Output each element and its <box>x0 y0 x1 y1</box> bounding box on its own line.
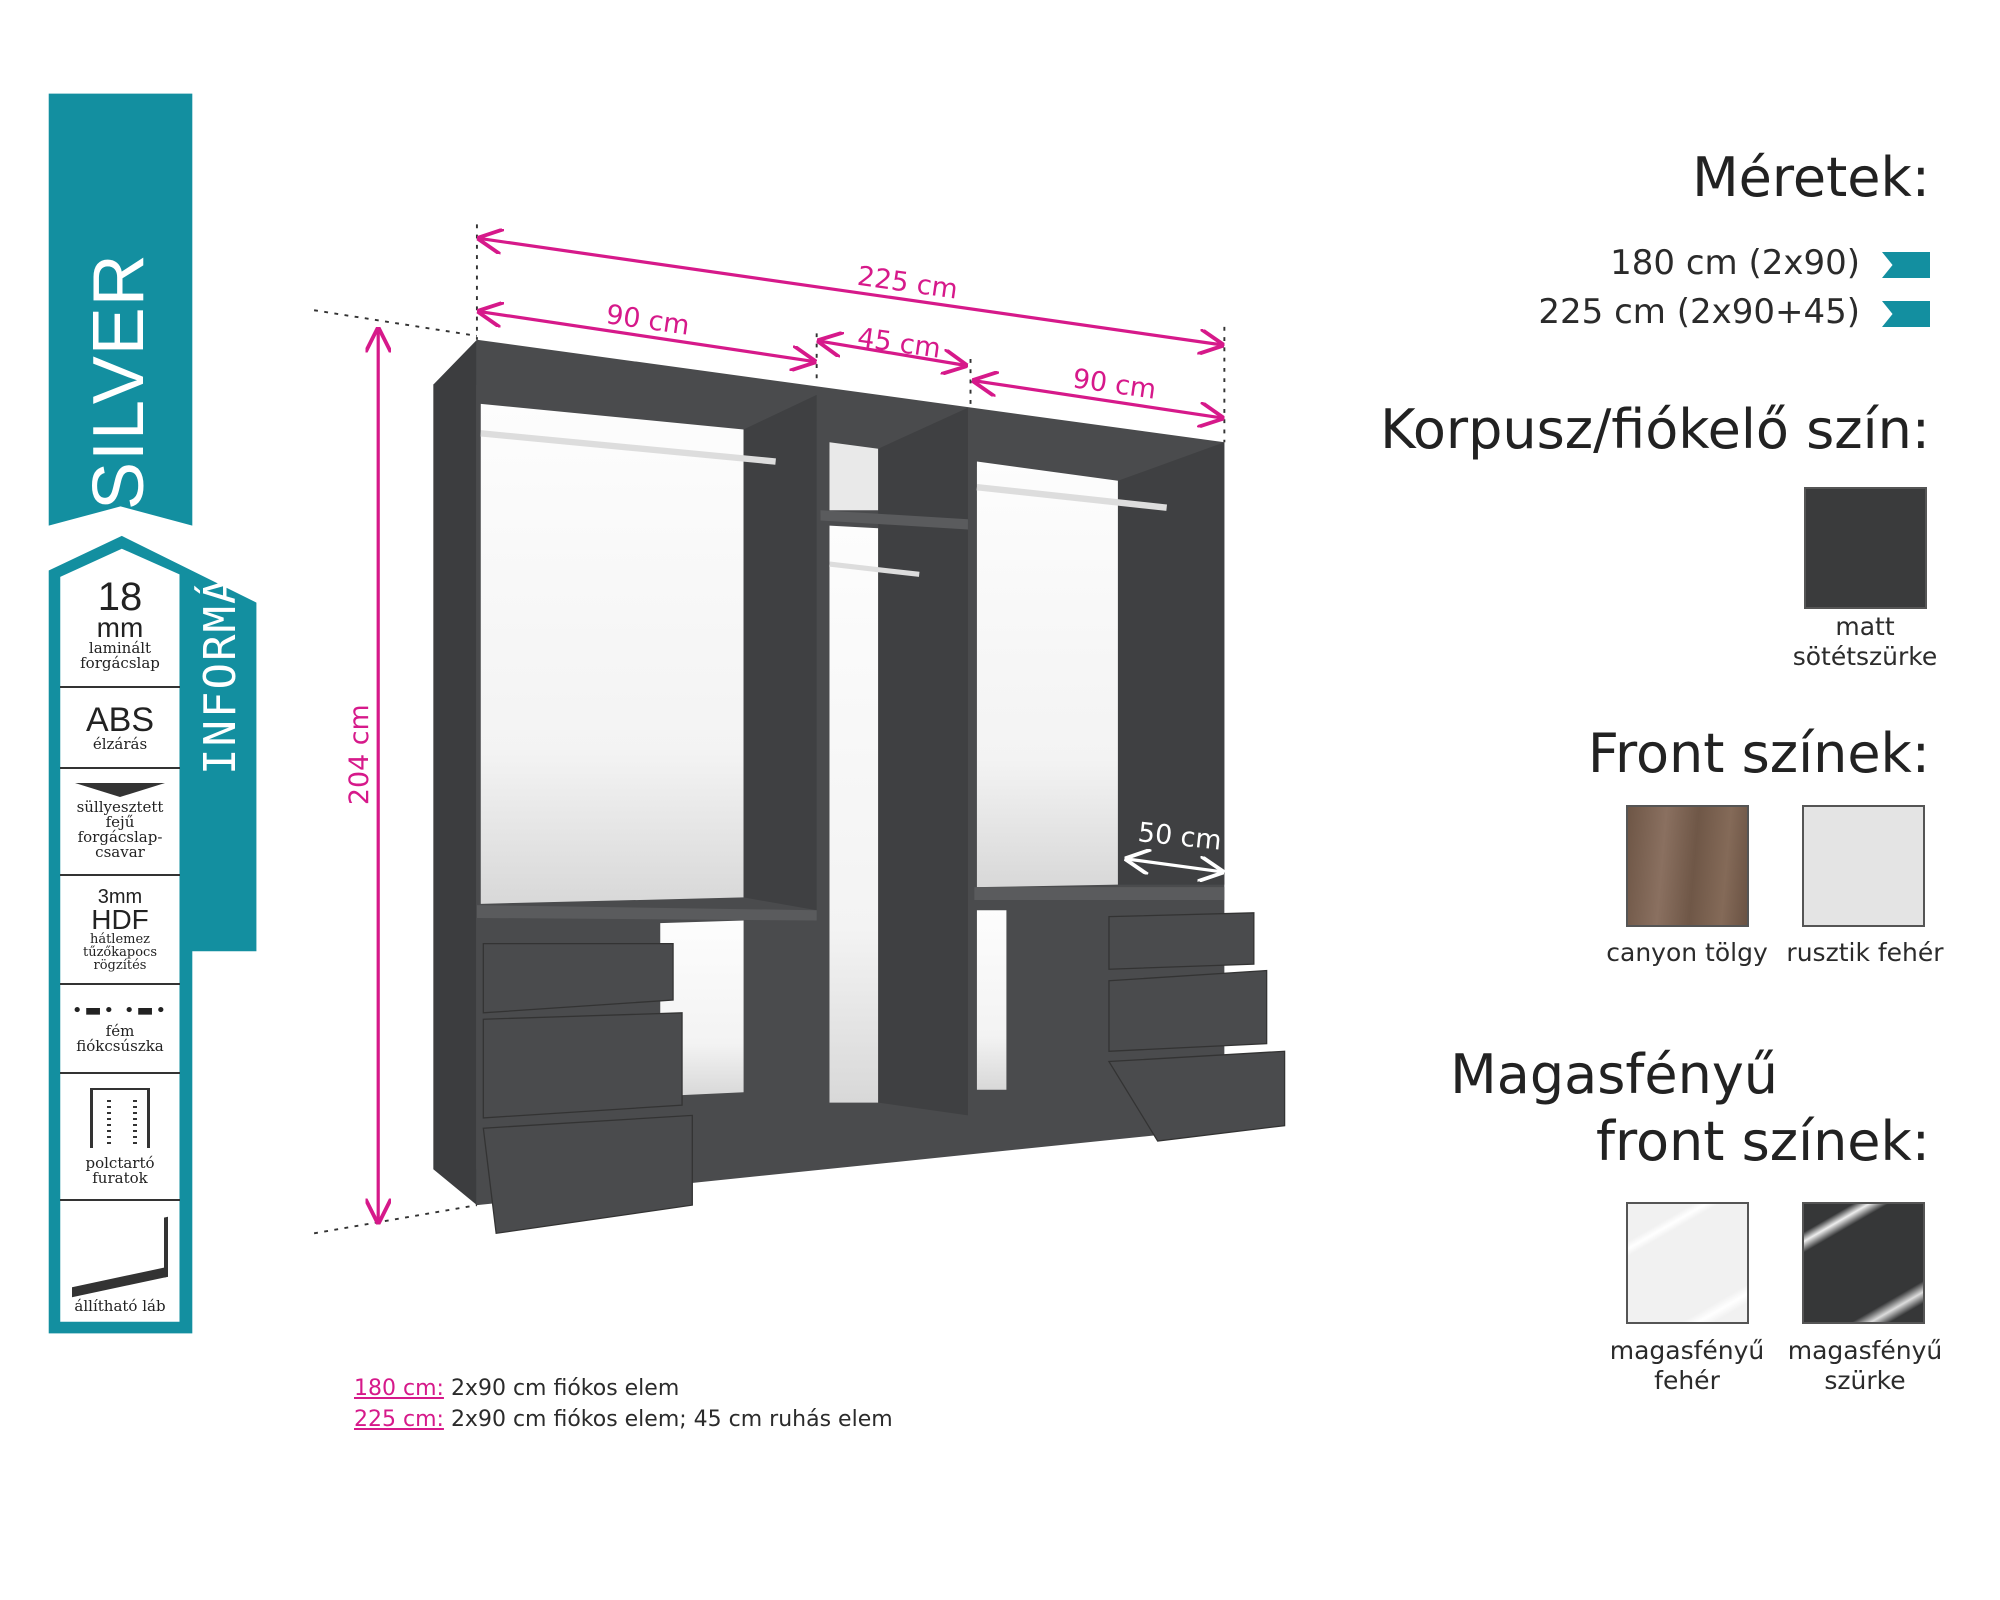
gloss-heading-line2: front színek: <box>1595 1110 1930 1173</box>
size-option: 225 cm (2x90+45) <box>1538 292 1860 332</box>
feature-text: süllyesztett <box>76 798 164 816</box>
swatch-gloss-grey <box>1802 1202 1925 1324</box>
swatch-canyon-oak <box>1626 805 1749 927</box>
swatch-rustic-white <box>1802 805 1925 927</box>
dim-middle: 45 cm <box>855 322 942 364</box>
swatch-label-line: sötétszürke <box>1792 642 1938 671</box>
feature-text: rögzítés <box>93 958 147 973</box>
feature-leg: állítható láb <box>60 1201 180 1320</box>
note-text: 2x90 cm fiókos elem; 45 cm ruhás elem <box>450 1407 893 1432</box>
feature-list: 18 mm laminált forgácslap ABS élzárás sü… <box>60 564 180 1320</box>
feature-text: furatok <box>92 1168 148 1187</box>
swatch-label-line: magasfényű <box>1609 1336 1765 1365</box>
screw-icon <box>75 783 165 797</box>
note-key: 180 cm: <box>354 1376 444 1401</box>
feature-text: csavar <box>95 843 145 861</box>
feature-text: tűzőkapocs <box>82 945 157 960</box>
depth-arrow <box>1127 859 1222 872</box>
feature-value: ABS <box>85 701 155 739</box>
dim-total: 225 cm <box>855 261 959 306</box>
sizes-heading: Méretek: <box>1692 146 1930 209</box>
feature-thickness: 18 mm laminált forgácslap <box>60 564 180 688</box>
swatch-label: rusztik fehér <box>1786 938 1944 967</box>
feature-text: állítható láb <box>74 1297 166 1315</box>
dim-left: 90 cm <box>604 299 691 341</box>
swatch-label-line: fehér <box>1654 1366 1720 1395</box>
feature-unit: mm <box>96 612 144 643</box>
hanging-rail <box>829 561 920 577</box>
feature-value: 18 <box>97 575 143 619</box>
swatch-label: canyon tölgy <box>1606 938 1768 967</box>
corpus-heading: Korpusz/fiókelő szín: <box>1380 398 1930 461</box>
title-banner <box>48 93 193 526</box>
adjustable-leg-icon <box>72 1216 168 1298</box>
drawer-fronts <box>482 912 1286 1235</box>
swatch-label-line: magasfényű <box>1787 1336 1943 1365</box>
shelf-holes-icon <box>90 1087 150 1148</box>
feature-text: hátlemez <box>89 932 151 947</box>
note-180: 180 cm: 2x90 cm fiókos elem <box>354 1376 679 1401</box>
dimension-arrows <box>378 238 1222 1221</box>
swatch-label-line: matt <box>1835 612 1895 641</box>
note-text: 2x90 cm fiókos elem <box>450 1376 680 1401</box>
drawer-slide-icon: •▬• •▬• <box>71 1000 169 1021</box>
feature-text: laminált <box>88 639 152 657</box>
swatch-label-line: szürke <box>1824 1366 1906 1395</box>
size-option: 180 cm (2x90) <box>1610 243 1860 283</box>
wardrobe <box>433 339 1286 1235</box>
swatch-gloss-white <box>1626 1202 1749 1324</box>
feature-slide: •▬• •▬• fém fiókcsúszka <box>60 985 180 1074</box>
feature-hdf: 3mm HDF hátlemez tűzőkapocs rögzítés <box>60 876 180 985</box>
product-title: SILVER <box>79 253 159 510</box>
dim-height: 204 cm <box>344 704 375 805</box>
gloss-heading-line1: Magasfényű <box>1450 1043 1778 1106</box>
title-banner-text: SILVER nyílóajtós gardrób <box>49 94 249 514</box>
feature-text: forgácslap- <box>77 828 163 846</box>
swatch-matt-dark-grey <box>1804 487 1927 609</box>
feature-abs: ABS élzárás <box>60 688 180 769</box>
feature-value: 3mm <box>97 886 143 908</box>
feature-text: forgácslap <box>80 654 160 672</box>
feature-shelf-holes: polctartó furatok <box>60 1074 180 1201</box>
note-key: 225 cm: <box>354 1407 444 1432</box>
feature-text: fejű <box>105 813 135 831</box>
hanging-rail <box>480 430 776 465</box>
dim-right: 90 cm <box>1071 363 1158 405</box>
note-225: 225 cm: 2x90 cm fiókos elem; 45 cm ruhás… <box>354 1407 893 1432</box>
feature-screw: süllyesztett fejű forgácslap- csavar <box>60 769 180 876</box>
feature-value: HDF <box>91 904 149 935</box>
feature-text: polctartó <box>85 1153 155 1172</box>
hanging-rail <box>976 483 1168 511</box>
feature-text: fém <box>105 1022 135 1040</box>
info-tab-label: INFORMÁCIÓ <box>195 490 246 775</box>
feature-text: fiókcsúszka <box>76 1037 164 1055</box>
front-heading: Front színek: <box>1587 722 1930 785</box>
feature-text: élzárás <box>92 735 148 753</box>
